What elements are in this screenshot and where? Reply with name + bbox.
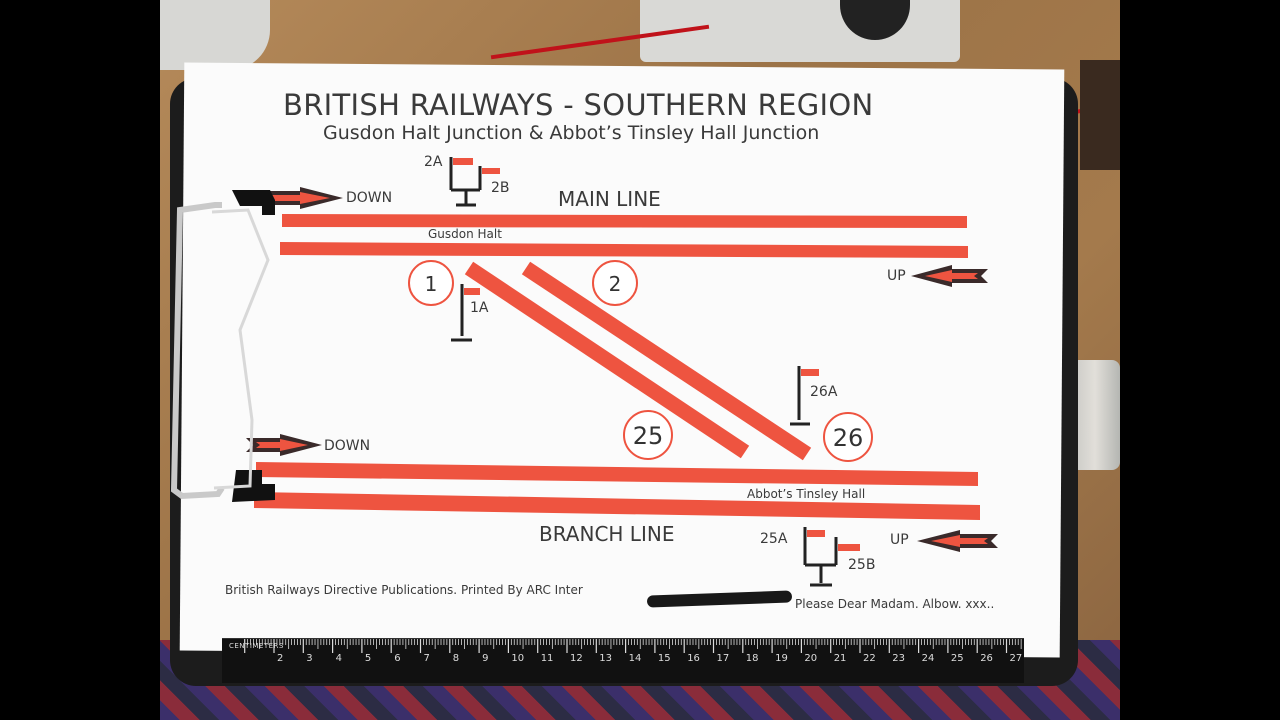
signal-post-1a-icon — [451, 284, 472, 342]
semaphore-arm-25b — [838, 544, 860, 551]
ruler-tick-label: 11 — [541, 653, 554, 664]
branch-line-track-upper — [256, 462, 978, 486]
semaphore-arm-1a — [464, 288, 480, 295]
signal-label-1a: 1A — [470, 300, 489, 316]
ruler-tick-label: 2 — [277, 653, 283, 664]
branch-line-track-lower — [254, 492, 980, 520]
page-subtitle: Gusdon Halt Junction & Abbot’s Tinsley H… — [323, 122, 820, 144]
semaphore-arm-25a — [807, 530, 825, 537]
up-label-bottom: UP — [890, 532, 909, 548]
main-line-track-lower — [280, 242, 968, 258]
point-circle-2 — [592, 260, 638, 306]
semaphore-arm-26a — [801, 369, 819, 376]
signal-post-25a-25b-icon — [803, 527, 838, 587]
ruler-tick-label: 16 — [687, 653, 700, 664]
footer-text-left: British Railways Directive Publications.… — [225, 583, 583, 597]
ruler-tick-label: 19 — [775, 653, 788, 664]
ruler-tick-label: 10 — [511, 653, 524, 664]
ruler-tick-label: 9 — [482, 653, 488, 664]
ruler-tick-label: 18 — [746, 653, 759, 664]
ruler-tick-label: 8 — [453, 653, 459, 664]
footer-text-right: Please Dear Madam. Albow. xxx.. — [795, 597, 995, 611]
ruler-tick-label: 7 — [424, 653, 430, 664]
ruler-tick-label: 3 — [306, 653, 312, 664]
ruler-tick-label: 23 — [892, 653, 905, 664]
point-circle-25 — [623, 410, 673, 460]
ruler-tick-label: 27 — [1010, 653, 1023, 664]
ruler-tick-label: 17 — [717, 653, 730, 664]
ruler-tick-label: 20 — [804, 653, 817, 664]
arrow-down-bottom-icon — [246, 434, 322, 456]
ruler-tick-label: 12 — [570, 653, 583, 664]
ruler-tick-label: 5 — [365, 653, 371, 664]
signal-label-2a: 2A — [424, 154, 443, 170]
point-circle-26 — [823, 412, 873, 462]
main-line-label: MAIN LINE — [558, 187, 661, 211]
ruler-tick-label: 25 — [951, 653, 964, 664]
crossover-track-1-25 — [464, 261, 750, 459]
ruler-tick-label: 13 — [599, 653, 612, 664]
crossover-track-2-26 — [521, 261, 812, 461]
clipboard-clip-icon — [170, 190, 275, 502]
page-title: BRITISH RAILWAYS - SOUTHERN REGION — [283, 88, 874, 122]
plastic-bag — [160, 0, 270, 70]
up-label-top: UP — [887, 268, 906, 284]
ruler-tick-label: 21 — [834, 653, 847, 664]
ruler-tick-label: 14 — [629, 653, 642, 664]
branch-line-label: BRANCH LINE — [539, 522, 675, 546]
point-label-1: 1 — [425, 272, 438, 296]
semaphore-arm-2a — [453, 158, 473, 165]
signal-post-2a-2b-icon — [449, 157, 482, 207]
ruler-tick-label: 26 — [980, 653, 993, 664]
signal-label-25b: 25B — [848, 557, 876, 573]
main-line-track-upper — [282, 214, 967, 228]
point-label-2: 2 — [609, 272, 622, 296]
glass-object — [1070, 360, 1120, 470]
signal-label-2b: 2B — [491, 180, 510, 196]
point-label-26: 26 — [833, 424, 864, 452]
ruler-tick-label: 4 — [336, 653, 342, 664]
side-equipment — [1080, 60, 1120, 170]
ruler-tick-label: 22 — [863, 653, 876, 664]
point-label-25: 25 — [633, 422, 664, 450]
ruler-label: CENTIMETERS — [229, 642, 284, 650]
semaphore-arm-2b — [482, 168, 500, 174]
down-label-bottom: DOWN — [324, 438, 371, 454]
ruler-tick-label: 15 — [658, 653, 671, 664]
abbots-tinsley-hall-label: Abbot’s Tinsley Hall — [747, 487, 866, 501]
arrow-up-bottom-icon — [917, 530, 998, 552]
signal-label-25a: 25A — [760, 531, 788, 547]
gusdon-halt-label: Gusdon Halt — [428, 227, 502, 241]
ruler-tick-label: 6 — [394, 653, 400, 664]
signal-post-26a-icon — [790, 366, 810, 426]
down-label-top: DOWN — [346, 190, 393, 206]
point-circle-1 — [408, 260, 454, 306]
signal-label-26a: 26A — [810, 384, 838, 400]
arrow-up-top-icon — [911, 265, 988, 287]
ruler-tick-label: 24 — [922, 653, 935, 664]
